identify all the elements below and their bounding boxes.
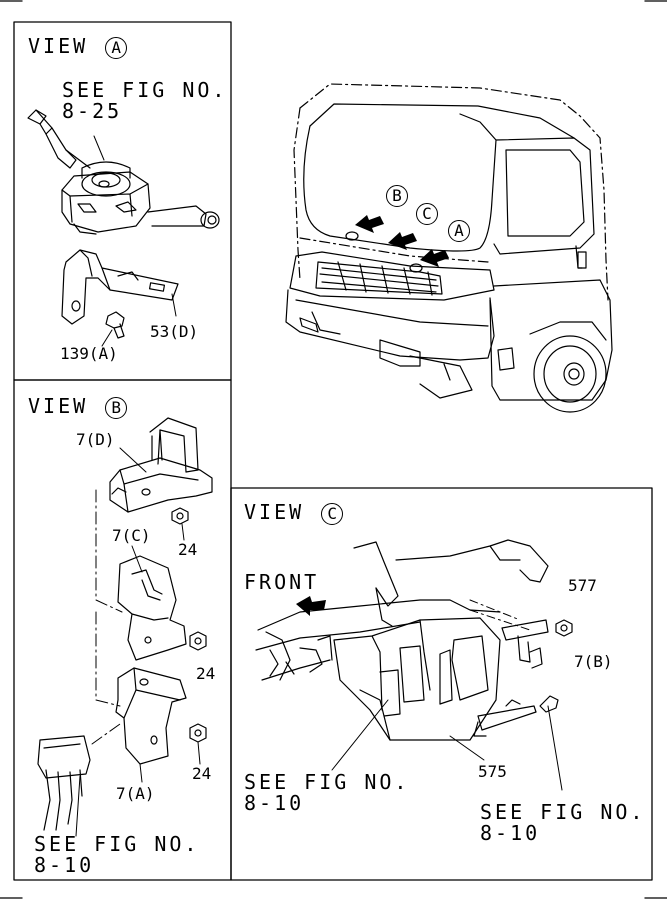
part-label-139a: 139(A) bbox=[60, 344, 118, 363]
cab-marker-c: C bbox=[414, 203, 438, 225]
see-fig-a-line1: SEE FIG NO. bbox=[62, 78, 228, 102]
view-b-letter: B bbox=[105, 396, 128, 419]
truck-cab bbox=[285, 83, 613, 413]
bracket-53d bbox=[61, 249, 179, 325]
front-arrow bbox=[296, 596, 326, 616]
part-7b bbox=[501, 619, 549, 669]
view-b-frame bbox=[13, 379, 232, 881]
part-label-24-bottom: 24 bbox=[192, 764, 212, 783]
view-b-title-text: VIEW bbox=[28, 394, 89, 418]
front-label: FRONT bbox=[244, 570, 320, 594]
view-a-title-text: VIEW bbox=[28, 34, 89, 58]
connector-harness bbox=[37, 735, 91, 837]
bracket-7a bbox=[115, 667, 187, 783]
bracket-7c bbox=[117, 545, 187, 661]
view-b-dashes bbox=[91, 489, 123, 745]
nut-24-bottom bbox=[189, 723, 207, 765]
view-c-title: VIEW C bbox=[244, 500, 344, 525]
part-label-7d: 7(D) bbox=[76, 430, 115, 449]
view-c-frame bbox=[230, 487, 653, 881]
view-a-title: VIEW A bbox=[28, 34, 128, 59]
view-a-letter: A bbox=[105, 36, 128, 59]
part-label-7c: 7(C) bbox=[112, 526, 151, 545]
part-label-575: 575 bbox=[478, 762, 507, 781]
part-label-24-top: 24 bbox=[178, 540, 198, 559]
see-fig-b-line1: SEE FIG NO. bbox=[34, 832, 200, 856]
cab-arrows bbox=[355, 215, 449, 267]
arrow-b bbox=[355, 215, 384, 233]
see-fig-c-right-line1: SEE FIG NO. bbox=[480, 800, 646, 824]
arrow-c bbox=[388, 232, 417, 250]
combination-switch bbox=[27, 109, 220, 235]
part-label-7a: 7(A) bbox=[116, 784, 155, 803]
view-b-title: VIEW B bbox=[28, 394, 128, 419]
part-label-53d: 53(D) bbox=[150, 322, 199, 341]
arrow-a bbox=[420, 249, 449, 267]
see-fig-a-line2: 8-25 bbox=[62, 99, 123, 123]
cab-marker-a: A bbox=[446, 220, 470, 242]
part-label-24-mid: 24 bbox=[196, 664, 216, 683]
part-connector-right bbox=[539, 695, 559, 713]
bolt-139a bbox=[101, 311, 125, 347]
view-c-letter: C bbox=[321, 502, 344, 525]
cab-marker-b: B bbox=[384, 185, 408, 207]
part-575 bbox=[473, 699, 537, 737]
see-fig-c-left-line1: SEE FIG NO. bbox=[244, 770, 410, 794]
nut-24-top bbox=[171, 507, 189, 541]
nut-24-mid bbox=[189, 631, 207, 651]
see-fig-c-left-line2: 8-10 bbox=[244, 791, 305, 815]
bracket-7d bbox=[109, 417, 213, 513]
see-fig-b-line2: 8-10 bbox=[34, 853, 95, 877]
view-c-leaders bbox=[331, 599, 563, 791]
view-c-title-text: VIEW bbox=[244, 500, 305, 524]
part-label-7b: 7(B) bbox=[574, 652, 613, 671]
part-577 bbox=[555, 619, 573, 637]
see-fig-c-right-line2: 8-10 bbox=[480, 821, 541, 845]
part-label-577: 577 bbox=[568, 576, 597, 595]
